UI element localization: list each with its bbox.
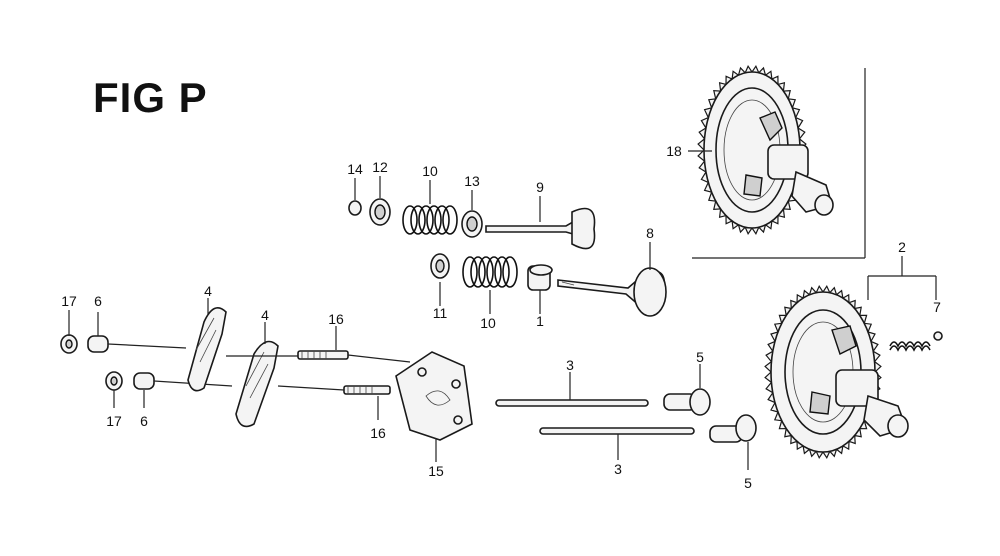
callout-2: 2 — [898, 239, 906, 255]
callout-8: 8 — [646, 225, 654, 241]
nut-17-upper — [60, 334, 78, 354]
rocker-arm-4-left — [187, 306, 227, 392]
valve-rotator-1 — [527, 264, 553, 291]
pivot-6-upper — [87, 335, 187, 353]
callout-13: 13 — [464, 173, 480, 189]
stud-16-upper — [297, 350, 411, 363]
push-rod-3-lower — [539, 427, 695, 435]
callout-5-upper: 5 — [696, 349, 704, 365]
callout-17-lower: 17 — [106, 413, 122, 429]
tappet-5-lower — [709, 414, 757, 443]
callout-5-lower: 5 — [744, 475, 752, 491]
tappet-5-upper — [663, 388, 711, 416]
stud-16-lower — [343, 385, 391, 395]
valve-9 — [485, 207, 596, 250]
seal-13 — [461, 210, 483, 238]
callout-1: 1 — [536, 313, 544, 329]
push-rod-3-upper — [495, 399, 649, 407]
callout-10-upper: 10 — [422, 163, 438, 179]
camshaft-gear — [764, 284, 909, 460]
callout-10-lower: 10 — [480, 315, 496, 331]
figure-title: FIG P — [93, 74, 208, 121]
callout-12: 12 — [372, 159, 388, 175]
callout-18: 18 — [666, 143, 682, 159]
callout-numbers: 14 12 10 13 9 8 18 2 7 11 10 1 17 6 4 4 … — [61, 143, 941, 491]
nut-17-lower — [105, 371, 123, 391]
callout-11: 11 — [433, 305, 448, 321]
valve-spring-upper — [402, 205, 458, 235]
governor-spring-7 — [889, 331, 943, 352]
rocker-arm-4-right — [235, 340, 279, 428]
camshaft-gear-inset — [697, 64, 834, 236]
callout-15: 15 — [428, 463, 444, 479]
callout-3-lower: 3 — [614, 461, 622, 477]
callout-4-right: 4 — [261, 307, 269, 323]
valve-spring-lower — [462, 256, 518, 288]
retainer-12 — [369, 198, 391, 226]
callout-6-upper: 6 — [94, 293, 102, 309]
guide-lines — [226, 355, 345, 391]
callout-14: 14 — [347, 161, 363, 177]
retainer-11 — [430, 253, 450, 279]
pivot-6-lower — [133, 372, 233, 390]
callout-16-lower: 16 — [370, 425, 386, 441]
callout-4-left: 4 — [204, 283, 212, 299]
callout-17-upper: 17 — [61, 293, 77, 309]
valve-cap-14 — [348, 200, 362, 216]
callout-3-upper: 3 — [566, 357, 574, 373]
callout-7: 7 — [933, 299, 941, 315]
callout-6-lower: 6 — [140, 413, 148, 429]
callout-16-upper: 16 — [328, 311, 344, 327]
valve-8 — [557, 267, 667, 317]
callout-9: 9 — [536, 179, 544, 195]
inset-frame — [692, 68, 866, 259]
guide-plate-15 — [395, 351, 473, 441]
leader-lines — [68, 150, 937, 470]
